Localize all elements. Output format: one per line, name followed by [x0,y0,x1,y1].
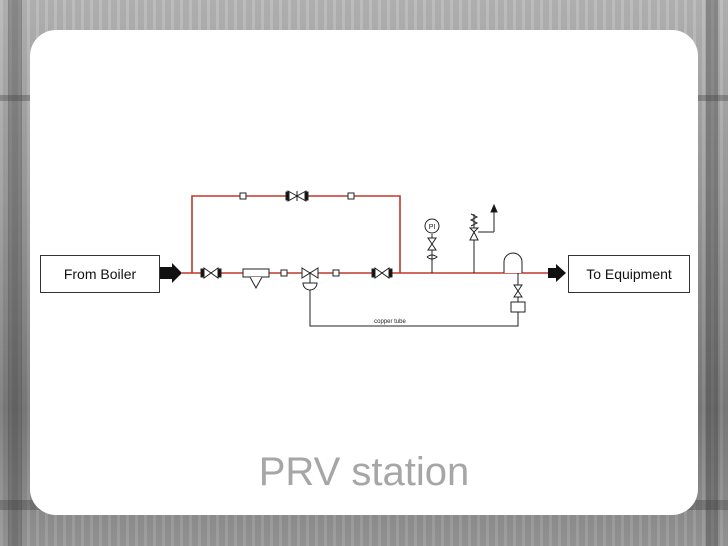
condensate-loop [503,252,523,273]
bypass-valve [285,190,309,202]
inlet-arrow [160,263,182,283]
union-1 [280,269,288,277]
to-equipment-label: To Equipment [586,266,672,282]
to-equipment-box: To Equipment [568,255,690,293]
inlet-isolation-valve [200,267,222,279]
bypass-pipe [191,195,401,273]
slide-title: PRV station [258,450,470,494]
outlet-arrow [548,264,566,282]
from-boiler-label: From Boiler [63,266,137,282]
gauge-label: PI [429,224,436,231]
from-boiler-box: From Boiler [40,255,160,293]
background-column [8,0,22,546]
bypass-union-left [239,192,247,200]
sensing-valve [510,273,526,313]
copper-tube-label: copper tube [374,319,406,325]
pressure-gauge [424,218,440,273]
safety-relief-valve [468,203,498,273]
copper-tube-line [309,290,519,327]
strainer [242,268,270,290]
background-column [706,0,718,546]
pressure-reducing-valve [301,267,319,291]
outlet-isolation-valve [371,267,393,279]
union-2 [332,269,340,277]
bypass-union-right [347,192,355,200]
